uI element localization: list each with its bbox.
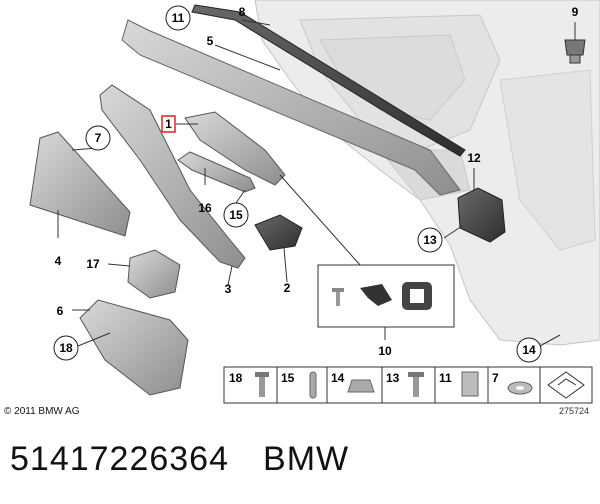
callout-3: 3 [225, 282, 232, 296]
part-16-handle-trim [177, 151, 256, 193]
part-6-pocket-cover [79, 299, 189, 396]
screw-18-icon [255, 372, 269, 397]
callout-16: 16 [198, 201, 212, 215]
callout-18: 18 [53, 335, 79, 361]
callout-1: 1 [161, 115, 176, 133]
arrow-icon [547, 371, 585, 399]
callout-13-text: 13 [423, 233, 437, 247]
diagram-reference-number: 275724 [559, 406, 590, 416]
callout-9: 9 [572, 5, 579, 19]
screw-icon [332, 288, 344, 306]
callout-12: 12 [467, 151, 481, 165]
screw-13-icon [408, 372, 424, 397]
callout-17-text: 17 [86, 257, 100, 271]
callout-12-text: 12 [467, 151, 481, 165]
copyright-text: © 2011 BMW AG [4, 406, 80, 417]
part-3-armrest-trim [99, 84, 246, 269]
callout-10: 10 [378, 344, 392, 358]
callout-3-text: 3 [225, 282, 232, 296]
callout-8-text: 8 [239, 5, 246, 19]
callout-7: 7 [85, 125, 111, 151]
callout-5-text: 5 [207, 34, 214, 48]
strip-label-18: 18 [229, 371, 243, 385]
leader-lines [57, 19, 576, 347]
callout-9-text: 9 [572, 5, 579, 19]
callout-2: 2 [284, 281, 291, 295]
callout-15-text: 15 [229, 208, 243, 222]
part-number-footer: 51417226364 BMW [10, 440, 349, 479]
nut-14-icon [347, 379, 375, 393]
callout-14: 14 [516, 337, 542, 363]
callout-16-text: 16 [198, 201, 212, 215]
callout-5: 5 [207, 34, 214, 48]
callout-2-text: 2 [284, 281, 291, 295]
callout-6-text: 6 [57, 304, 64, 318]
strip-label-15: 15 [281, 371, 295, 385]
callout-18-text: 18 [59, 341, 73, 355]
callout-13: 13 [417, 227, 443, 253]
brand-name: BMW [263, 440, 350, 478]
part-12-bracket [457, 187, 506, 243]
callout-6: 6 [57, 304, 64, 318]
callout-4: 4 [55, 254, 62, 268]
exploded-parts-diagram: 11 8 5 9 1 7 12 16 15 13 4 17 3 2 6 18 1… [29, 0, 600, 404]
part-9-clip [564, 39, 586, 64]
pin-15-icon [309, 371, 317, 399]
callout-1-text: 1 [165, 117, 172, 131]
part-1-door-handle [184, 111, 286, 186]
washer-7-icon [507, 381, 533, 395]
callout-10-text: 10 [378, 344, 392, 358]
strip-label-13: 13 [386, 371, 400, 385]
part-5-trim-strip [121, 19, 461, 196]
callout-11-text: 11 [172, 11, 185, 25]
callout-labels: 11 8 5 9 1 7 12 16 15 13 4 17 3 2 6 18 1… [53, 5, 579, 363]
callout-11: 11 [165, 5, 191, 31]
strip-label-14: 14 [331, 371, 345, 385]
clip-icon [360, 284, 392, 306]
parts-strip: 18 15 14 13 11 7 [223, 366, 593, 404]
callout-8: 8 [239, 5, 246, 19]
strip-label-7: 7 [492, 371, 499, 385]
strip-label-11: 11 [439, 371, 452, 385]
part-17-box [127, 249, 181, 299]
callout-14-text: 14 [522, 343, 536, 357]
callout-7-text: 7 [95, 131, 102, 145]
callout-4-text: 4 [55, 254, 62, 268]
callout-17: 17 [86, 257, 100, 271]
callout-15: 15 [223, 202, 249, 228]
part-8-seal-strip [191, 4, 466, 157]
part-number: 51417226364 [10, 440, 230, 478]
detail-box-10 [317, 264, 455, 328]
part-4-triangle-cover [29, 131, 131, 237]
part-2-switch-housing [254, 214, 303, 251]
clip-11-icon [461, 371, 479, 397]
grommet-icon [402, 282, 432, 310]
